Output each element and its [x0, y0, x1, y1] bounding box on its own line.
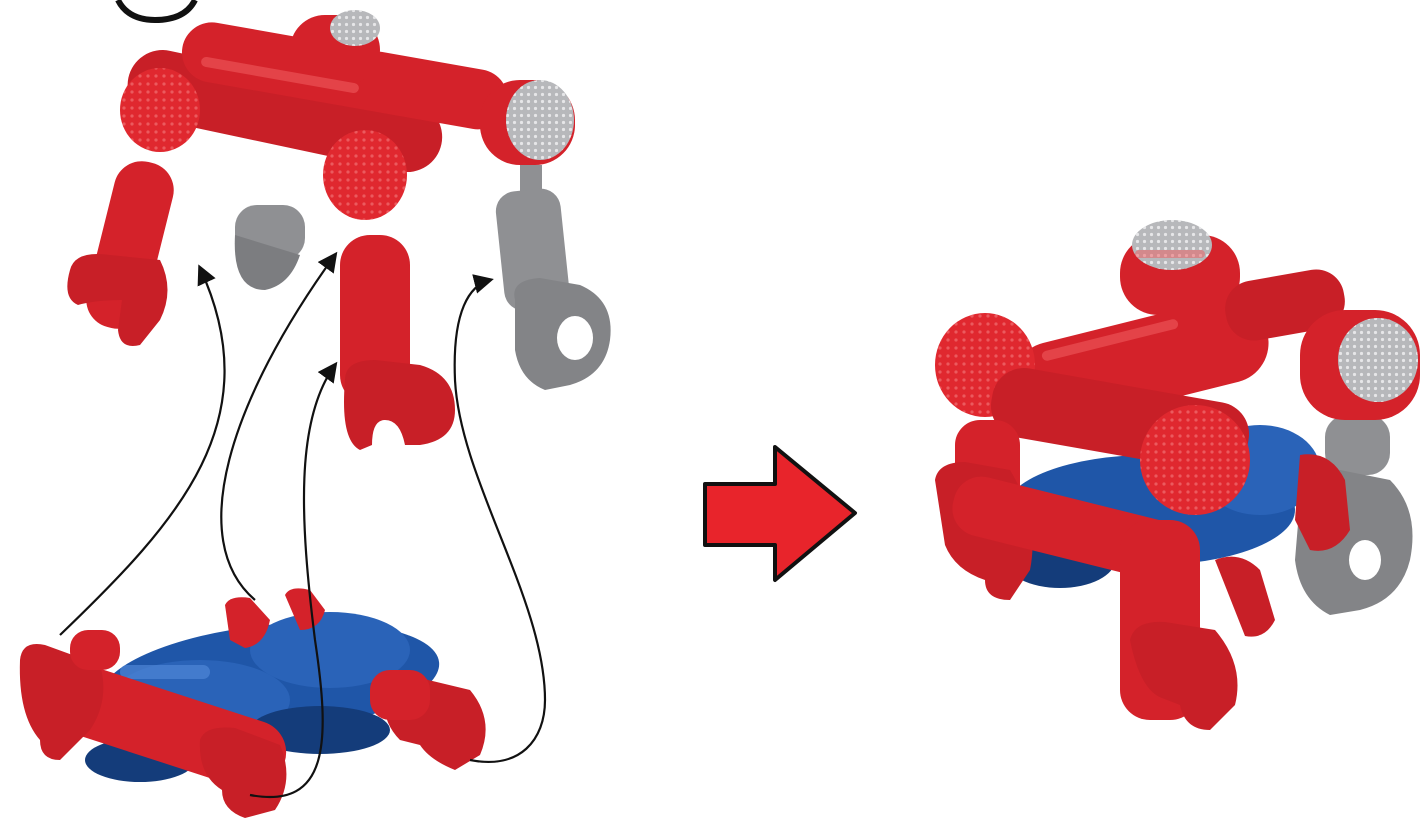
gray-claw-right: [494, 165, 611, 390]
upper-red-assembly: [67, 10, 610, 450]
gray-claw-back: [235, 205, 305, 290]
curve-arrow-2: [221, 255, 335, 600]
lower-blue-red-assembly: [20, 588, 486, 818]
step-circle-icon: [118, 0, 195, 20]
direction-arrow-icon: [705, 447, 855, 580]
assembled-robot-figure: [935, 220, 1420, 730]
